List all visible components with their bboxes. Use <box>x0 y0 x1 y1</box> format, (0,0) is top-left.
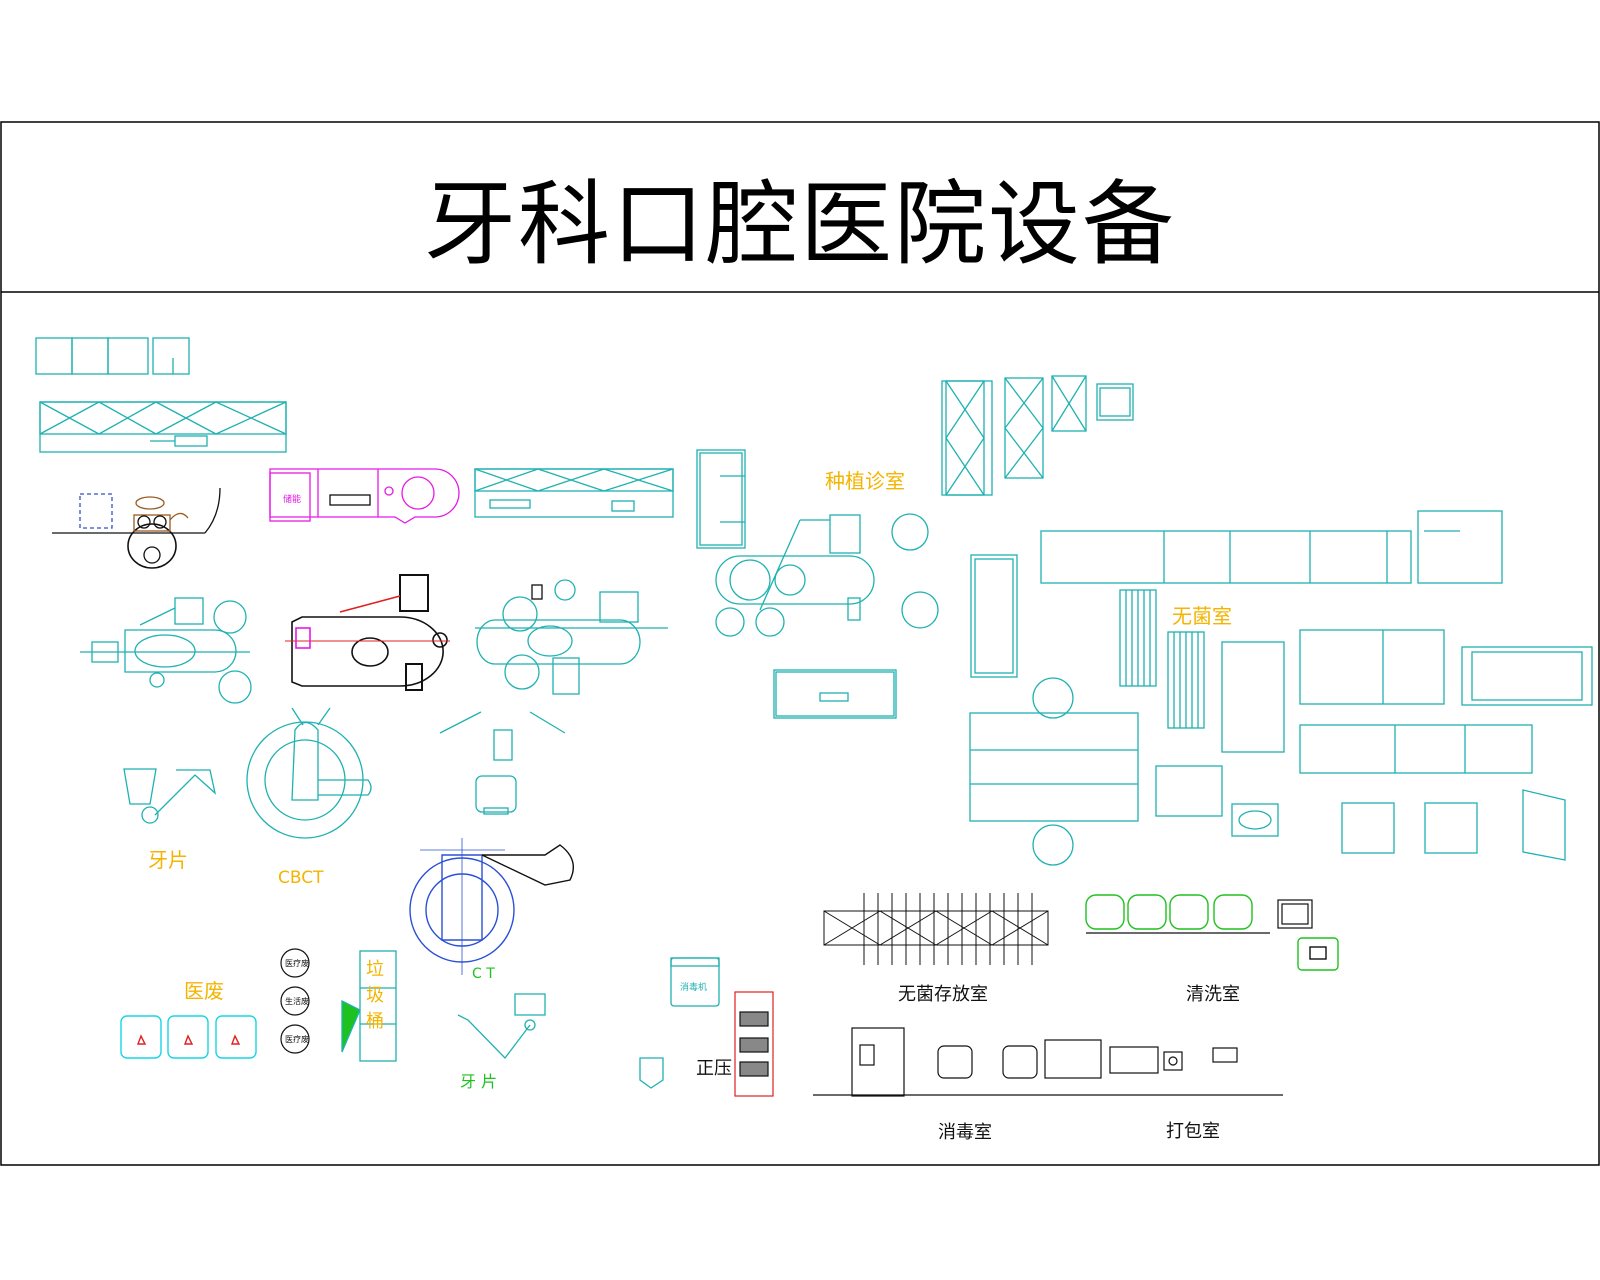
label-dental-film-1: 牙片 <box>148 848 188 872</box>
dental-chair-black <box>285 574 450 691</box>
implant-counter <box>773 669 897 719</box>
page-title: 牙科口腔医院设备 <box>423 171 1176 278</box>
label-sterile-storage: 无菌存放室 <box>898 984 988 1005</box>
long-counter-left <box>39 401 287 453</box>
medical-waste-bins <box>120 1015 257 1059</box>
label-positive-pressure: 正压 <box>696 1058 732 1079</box>
pressure-rack <box>734 991 774 1097</box>
outer-frame <box>0 121 1600 1166</box>
cbct-unit <box>246 707 372 839</box>
chair-center <box>439 711 566 815</box>
disinfection-machine <box>639 957 720 1089</box>
small-bin-label-3: 医疗废 <box>285 1034 309 1044</box>
label-medical-waste: 医废 <box>184 979 224 1003</box>
dental-chair-cyan-right <box>475 579 668 695</box>
xray-arm-2 <box>457 993 546 1059</box>
dental-chair-cyan-left <box>80 597 252 704</box>
label-dental-film-2: 牙 片 <box>460 1072 498 1091</box>
label-cleaning-room: 清洗室 <box>1186 984 1240 1005</box>
cleaning-sinks <box>1085 894 1339 971</box>
xray-arm-1 <box>123 768 217 824</box>
ct-unit <box>409 838 574 975</box>
sterile-cabinets-top <box>941 375 1134 496</box>
sterile-right-cabinets <box>1299 629 1593 861</box>
label-garbage-bin: 垃圾桶 <box>366 959 384 1032</box>
small-bin-label-1: 医疗废 <box>285 958 309 968</box>
label-cbct: CBCT <box>278 868 324 888</box>
cleaning-equipment <box>1086 899 1313 934</box>
sterile-storage-rack <box>823 893 1049 965</box>
top-cabinets <box>35 337 190 375</box>
label-machine: 消毒机 <box>680 983 708 993</box>
device-label-1: 储能 <box>283 493 301 505</box>
implant-chair <box>715 513 939 637</box>
sterile-workbench <box>969 554 1285 866</box>
dental-unit-1 <box>52 487 221 569</box>
small-waste-bins <box>280 948 310 1054</box>
label-ct: C T <box>472 966 495 982</box>
label-implant-room: 种植诊室 <box>825 469 905 493</box>
label-disinfection-room: 消毒室 <box>938 1122 992 1143</box>
small-bin-label-2: 生活废 <box>285 996 309 1006</box>
disinfection-equipment <box>813 1027 1283 1097</box>
long-counter-mid <box>474 468 674 518</box>
garbage-bin-stack <box>341 950 397 1062</box>
magenta-cabinet <box>269 468 460 524</box>
label-packing-room: 打包室 <box>1166 1121 1220 1142</box>
sink-row <box>1040 510 1503 584</box>
label-sterile-room: 无菌室 <box>1172 604 1232 628</box>
implant-cabinet <box>696 449 746 549</box>
